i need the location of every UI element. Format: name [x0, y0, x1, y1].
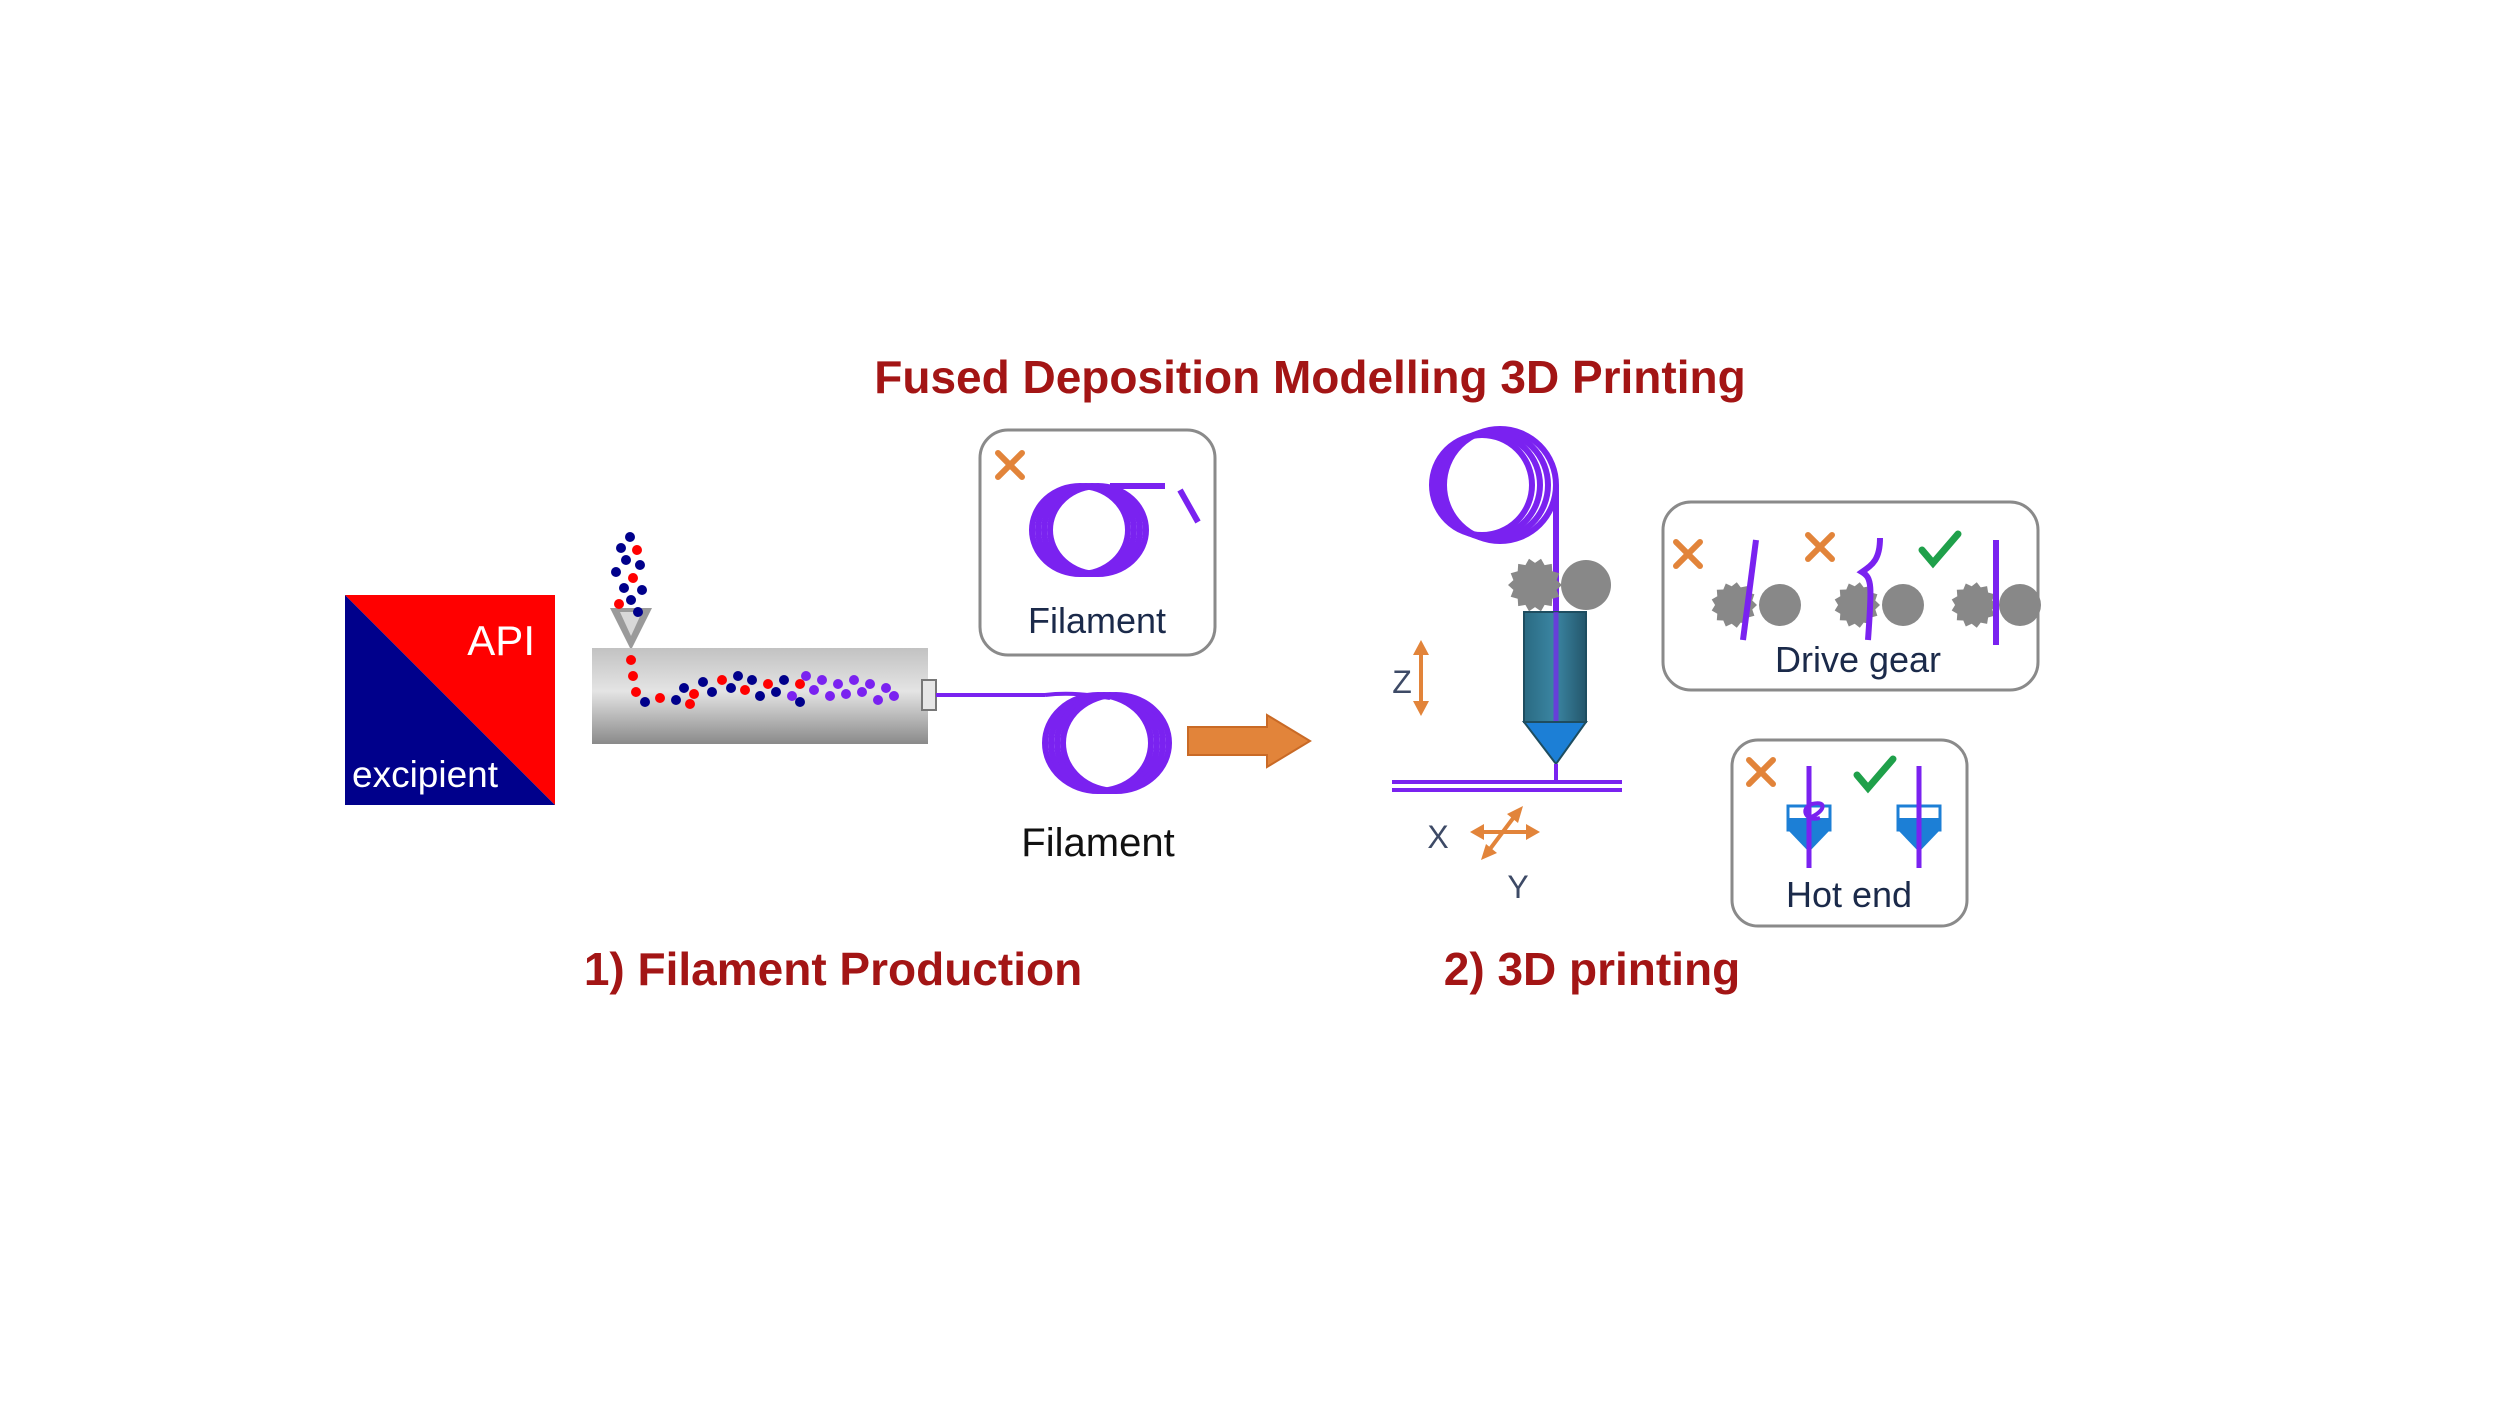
cross-icon: [1805, 532, 1835, 562]
gear-icon: [1951, 582, 1997, 628]
step-1-label: 1) Filament Production: [584, 943, 1082, 995]
particle-dot: [763, 679, 773, 689]
cross-icon: [995, 450, 1025, 480]
z-axis-arrow-icon: [1413, 640, 1429, 716]
particle-dot: [633, 607, 643, 617]
check-icon: [1918, 530, 1962, 569]
particle-dot: [707, 687, 717, 697]
particle-dot: [698, 677, 708, 687]
api-label: API: [467, 617, 535, 664]
particle-dot: [787, 691, 797, 701]
particle-dot: [635, 560, 645, 570]
particle-dot: [795, 679, 805, 689]
particle-dot: [631, 687, 641, 697]
particle-dot: [825, 691, 835, 701]
hot-end-inset-box: Hot end: [1730, 738, 1969, 928]
particle-dot: [747, 675, 757, 685]
particle-dot: [626, 655, 636, 665]
particle-dot: [637, 585, 647, 595]
particle-dot: [817, 675, 827, 685]
particle-dot: [625, 532, 635, 542]
particle-dot: [889, 691, 899, 701]
particle-dot: [679, 683, 689, 693]
particle-dot: [779, 675, 789, 685]
cross-icon: [1673, 539, 1703, 569]
particle-dot: [611, 567, 621, 577]
particle-dot: [689, 689, 699, 699]
particle-dot: [740, 685, 750, 695]
particle-dot: [849, 675, 859, 685]
particle-dot: [726, 683, 736, 693]
z-axis-label: Z: [1392, 664, 1412, 700]
particle-dot: [614, 599, 624, 609]
diagram-title: Fused Deposition Modelling 3D Printing: [874, 351, 1745, 403]
particle-dot: [881, 683, 891, 693]
process-arrow-icon: [1187, 713, 1312, 769]
gear-icon: [1508, 558, 1562, 612]
particle-dot: [655, 693, 665, 703]
particle-dot: [632, 545, 642, 555]
excipient-label: excipient: [352, 754, 499, 795]
step-2-label: 2) 3D printing: [1444, 943, 1740, 995]
particle-dot: [628, 671, 638, 681]
check-icon: [1853, 755, 1897, 794]
drive-gear-label: Drive gear: [1775, 639, 1941, 680]
buckled-filament: [1856, 537, 1883, 641]
particle-dot: [640, 697, 650, 707]
printer-spool-icon: [1429, 426, 1559, 544]
particle-dot: [671, 695, 681, 705]
idler-roller-icon: [1882, 584, 1924, 626]
y-axis-label: Y: [1507, 869, 1528, 905]
inset-filament-label: Filament: [1028, 600, 1166, 641]
filament-inset-box: Filament: [978, 428, 1217, 657]
idler-roller-icon: [1759, 584, 1801, 626]
falling-particles: [611, 532, 647, 617]
particle-dot: [841, 689, 851, 699]
broken-filament-spool-icon: [1029, 483, 1201, 577]
particle-dot: [801, 671, 811, 681]
particle-dot: [621, 555, 631, 565]
hot-end-label: Hot end: [1786, 874, 1912, 915]
hopper-icon: [610, 608, 652, 650]
particle-dot: [626, 595, 636, 605]
bent-filament: [1740, 539, 1759, 641]
particle-dot: [771, 687, 781, 697]
failed-hot-end-icon: [1786, 766, 1832, 868]
x-axis-label: X: [1427, 819, 1448, 855]
idler-roller-icon: [1561, 560, 1611, 610]
barrel-particles: [626, 655, 899, 709]
xy-axis-arrows-icon: [1470, 806, 1540, 860]
filament-label: Filament: [1021, 821, 1174, 865]
particle-dot: [619, 583, 629, 593]
particle-dot: [717, 675, 727, 685]
drive-gear-inset-box: Drive gear: [1661, 500, 2041, 692]
idler-roller-icon: [1999, 584, 2041, 626]
cross-icon: [1746, 757, 1776, 787]
particle-dot: [616, 543, 626, 553]
particle-dot: [685, 699, 695, 709]
particle-dot: [865, 679, 875, 689]
particle-dot: [795, 697, 805, 707]
printer-drive-gears: [1508, 558, 1611, 612]
particle-dot: [873, 695, 883, 705]
particle-dot: [628, 573, 638, 583]
particle-dot: [833, 679, 843, 689]
filament-spool-icon: [1042, 692, 1172, 794]
correct-hot-end-icon: [1896, 766, 1942, 868]
api-excipient-square: API excipient: [345, 595, 555, 805]
particle-dot: [857, 687, 867, 697]
particle-dot: [755, 691, 765, 701]
build-plate: [1392, 780, 1622, 792]
particle-dot: [809, 685, 819, 695]
nozzle-icon: [1521, 611, 1588, 782]
drive-gear-examples: [1711, 582, 2041, 628]
particle-dot: [733, 671, 743, 681]
